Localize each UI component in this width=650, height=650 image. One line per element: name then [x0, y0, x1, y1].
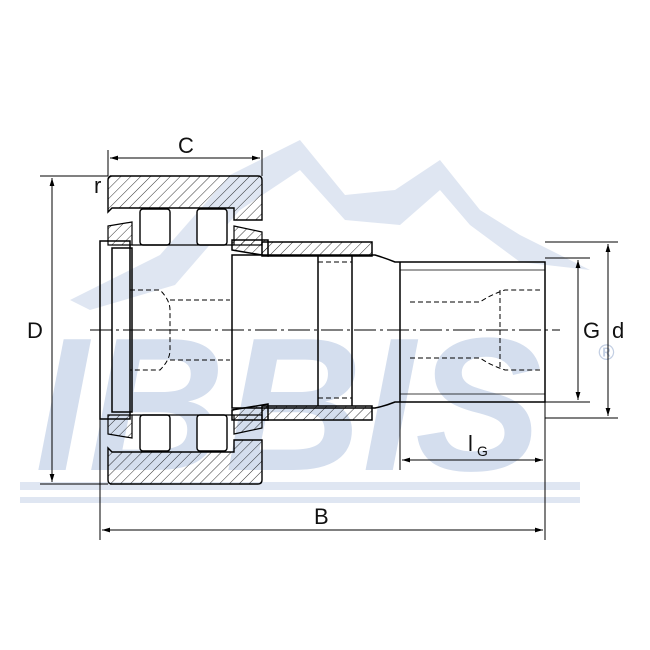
- needle-rollers: [139, 208, 228, 452]
- watermark-logo: IBBIS ®: [20, 140, 615, 511]
- watermark-registered-mark: ®: [598, 340, 615, 365]
- label-l: l: [468, 431, 473, 456]
- label-r: r: [94, 173, 101, 198]
- label-D: D: [27, 318, 43, 343]
- label-C: C: [178, 133, 194, 158]
- dimension-lines: [40, 150, 618, 540]
- label-G: G: [583, 318, 600, 343]
- label-G-subscript: G: [477, 443, 488, 459]
- label-d: d: [612, 318, 624, 343]
- outer-ring: [107, 175, 263, 485]
- label-B: B: [314, 504, 329, 529]
